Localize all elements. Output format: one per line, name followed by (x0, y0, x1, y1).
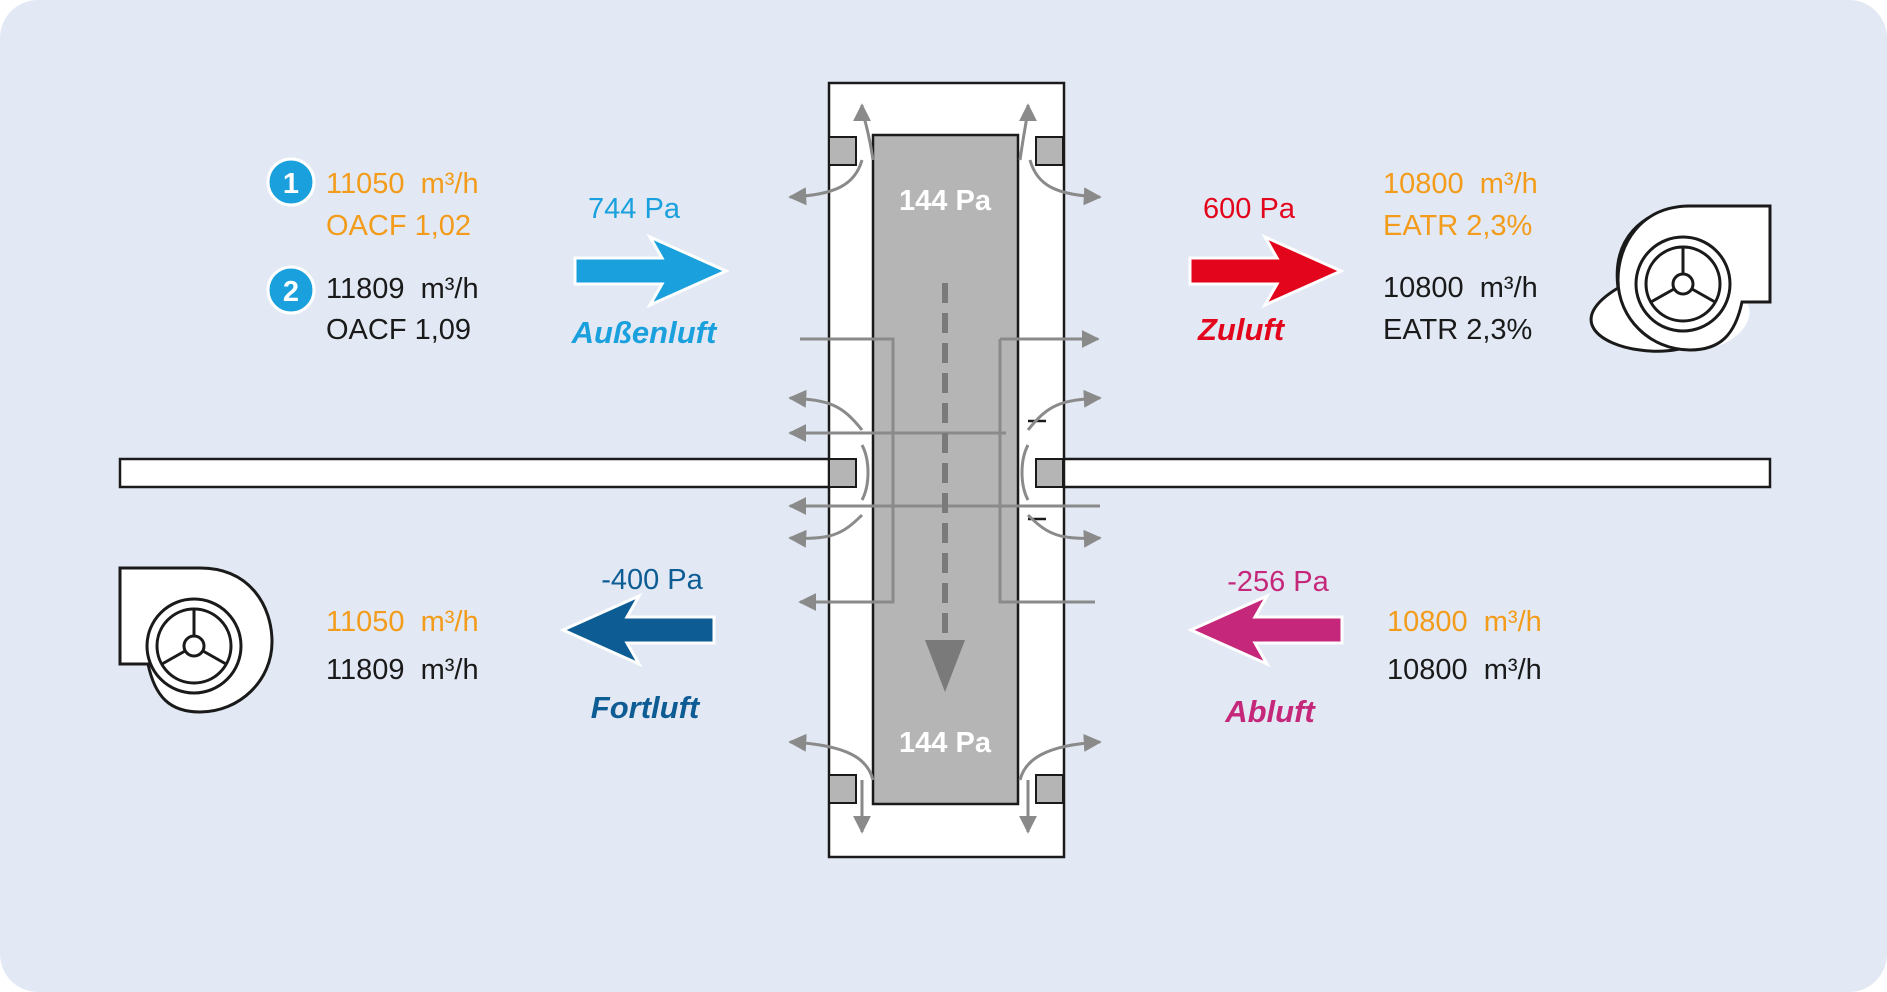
supply-pressure: 600 Pa (1203, 193, 1296, 225)
supply-label: Zuluft (1197, 312, 1286, 347)
supply-fan-icon (1589, 204, 1772, 353)
exhaust-label: Fortluft (591, 690, 701, 725)
outdoor-label: Außenluft (571, 315, 718, 350)
outdoor-pressure: 744 Pa (588, 193, 681, 225)
outdoor-case1-oacf: OACF 1,02 (326, 210, 471, 242)
exchanger-core (871, 133, 1020, 806)
exhaust-pressure: -400 Pa (601, 564, 703, 596)
partition-left (118, 457, 832, 489)
outdoor-case2-oacf: OACF 1,09 (326, 314, 471, 346)
supply-case1-flow: 10800 m³/h (1383, 168, 1538, 200)
core-bottom-pressure: 144 Pa (899, 727, 992, 759)
badge-2: 2 (266, 265, 316, 315)
partition-right (1060, 457, 1772, 489)
exhaust-case2-flow: 11809 m³/h (326, 654, 479, 686)
outdoor-case2-flow: 11809 m³/h (326, 273, 479, 305)
supply-air-arrow-icon (1188, 233, 1345, 309)
svg-text:1: 1 (283, 168, 299, 200)
extract-air-arrow-icon (1187, 592, 1344, 668)
svg-text:2: 2 (283, 276, 299, 308)
exhaust-case1-flow: 11050 m³/h (326, 606, 479, 638)
outdoor-air-arrow-icon (573, 233, 730, 309)
supply-case1-eatr: EATR 2,3% (1383, 210, 1532, 242)
core-flow-arrow (925, 283, 965, 692)
exhaust-air-arrow-icon (559, 592, 716, 668)
outdoor-case1-flow: 11050 m³/h (326, 168, 479, 200)
extract-case2-flow: 10800 m³/h (1387, 654, 1542, 686)
extract-label: Abluft (1224, 694, 1316, 729)
exhaust-fan-icon (118, 566, 274, 714)
leakage-lines (788, 103, 1102, 834)
extract-pressure: -256 Pa (1227, 566, 1329, 598)
core-top-pressure: 144 Pa (899, 185, 992, 217)
badge-1: 1 (266, 157, 316, 207)
extract-case1-flow: 10800 m³/h (1387, 606, 1542, 638)
supply-case2-eatr: EATR 2,3% (1383, 314, 1532, 346)
supply-case2-flow: 10800 m³/h (1383, 272, 1538, 304)
seal-blocks (828, 136, 1064, 804)
